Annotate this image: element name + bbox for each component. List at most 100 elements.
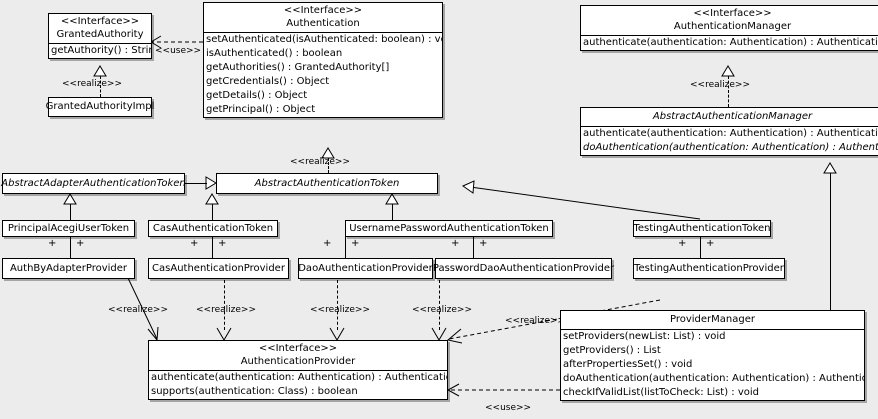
operations-compartment: authenticate(authentication: Authenticat… bbox=[581, 126, 878, 155]
operation: doAuthentication(authentication: Authent… bbox=[563, 373, 864, 384]
generalization-arrowhead-providermanager bbox=[823, 162, 837, 174]
association-line-dao bbox=[345, 236, 346, 258]
class-abstract-authentication-manager[interactable]: AbstractAuthenticationManager authentica… bbox=[580, 107, 878, 156]
class-name: UsernamePasswordAuthenticationToken bbox=[349, 222, 549, 234]
generalization-line-userpass-token bbox=[392, 204, 393, 220]
generalization-line-providermanager bbox=[830, 173, 831, 310]
class-header: <<Interface>> GrantedAuthority bbox=[49, 14, 151, 43]
association-end-testing-right: + bbox=[706, 238, 715, 249]
class-header: <<Interface>> AuthenticationProvider bbox=[149, 341, 447, 370]
operations-compartment: authenticate(authentication: Authenticat… bbox=[581, 35, 878, 50]
label-realize-abstractauthenticationmanager: <<realize>> bbox=[690, 80, 750, 90]
class-testing-authentication-provider[interactable]: TestingAuthenticationProvider bbox=[633, 258, 785, 279]
class-abstract-adapter-authentication-token[interactable]: AbstractAdapterAuthenticationToken bbox=[1, 173, 186, 194]
class-name: AbstractAuthenticationManager bbox=[652, 111, 813, 122]
operation: setAuthenticated(isAuthenticated: boolea… bbox=[206, 34, 442, 45]
operation: authenticate(authentication: Authenticat… bbox=[583, 128, 878, 139]
association-line-cas bbox=[212, 236, 213, 258]
operation: getAuthority() : String bbox=[51, 45, 151, 56]
realize-line-abstractauthenticationtoken bbox=[328, 158, 329, 173]
class-auth-by-adapter-provider[interactable]: AuthByAdapterProvider bbox=[2, 258, 135, 279]
generalization-line-principalacegi bbox=[70, 204, 71, 220]
class-granted-authority-impl[interactable]: GrantedAuthorityImpl bbox=[46, 97, 154, 117]
association-end-principalacegi-right: + bbox=[76, 238, 85, 249]
class-granted-authority[interactable]: <<Interface>> GrantedAuthority getAuthor… bbox=[48, 13, 152, 59]
class-authentication-provider[interactable]: <<Interface>> AuthenticationProvider aut… bbox=[148, 340, 448, 400]
generalization-arrowhead-userpass-token bbox=[385, 193, 399, 205]
association-end-passworddao-right: + bbox=[479, 238, 488, 249]
class-header: ProviderManager bbox=[561, 311, 864, 329]
operation: getDetails() : Object bbox=[206, 90, 308, 101]
class-provider-manager[interactable]: ProviderManager setProviders(newList: Li… bbox=[560, 310, 865, 401]
class-username-password-authentication-token[interactable]: UsernamePasswordAuthenticationToken bbox=[345, 220, 553, 237]
class-name: CasAuthenticationProvider bbox=[152, 262, 285, 274]
realize-line-cas bbox=[224, 280, 225, 330]
label-realize-cas: <<realize>> bbox=[196, 305, 256, 315]
class-name: CasAuthenticationToken bbox=[152, 222, 274, 234]
association-line-testing bbox=[700, 236, 701, 258]
label-realize-passworddao: <<realize>> bbox=[412, 305, 472, 315]
label-use-providermanager: <<use>> bbox=[485, 403, 532, 413]
class-name: TestingAuthenticationToken bbox=[633, 222, 771, 234]
label-use-authentication-grantedauthority: <<use>> bbox=[155, 46, 202, 56]
class-authentication-manager[interactable]: <<Interface>> AuthenticationManager auth… bbox=[580, 5, 878, 51]
class-password-dao-authentication-provider[interactable]: PasswordDaoAuthenticationProvider bbox=[433, 258, 614, 279]
operation: getPrincipal() : Object bbox=[206, 104, 316, 115]
class-name: Authentication bbox=[286, 18, 360, 29]
class-name: DaoAuthenticationProvider bbox=[298, 262, 433, 274]
realize-line-dao bbox=[337, 280, 338, 330]
class-authentication[interactable]: <<Interface>> Authentication setAuthenti… bbox=[203, 2, 443, 118]
class-cas-authentication-provider[interactable]: CasAuthenticationProvider bbox=[148, 258, 289, 279]
operation: doAuthentication(authentication: Authent… bbox=[583, 142, 878, 153]
association-end-cas-right: + bbox=[218, 238, 227, 249]
label-realize-authbyadapter: <<realize>> bbox=[108, 305, 168, 315]
realize-arrowhead-abstractauthenticationmanager bbox=[721, 65, 735, 77]
class-name: AuthByAdapterProvider bbox=[9, 262, 128, 274]
label-realize-abstractauthenticationtoken: <<realize>> bbox=[290, 157, 350, 167]
label-realize-testing: <<realize>> bbox=[505, 316, 565, 326]
class-name: GrantedAuthorityImpl bbox=[45, 101, 155, 112]
class-name: GrantedAuthority bbox=[56, 29, 144, 40]
realize-arrowhead-grantedauthorityimpl bbox=[93, 65, 107, 77]
operations-compartment: authenticate(authentication: Authenticat… bbox=[149, 370, 447, 399]
class-name: AbstractAuthenticationToken bbox=[254, 177, 400, 189]
stereotype-label: <<Interface>> bbox=[283, 5, 363, 16]
realize-line-grantedauthorityimpl bbox=[100, 76, 101, 97]
association-line-passworddao bbox=[473, 236, 474, 258]
association-end-passworddao-left: + bbox=[451, 238, 460, 249]
generalization-arrowhead-abstractadapter bbox=[205, 176, 217, 190]
operations-compartment: setAuthenticated(isAuthenticated: boolea… bbox=[204, 32, 442, 117]
stereotype-label: <<Interface>> bbox=[258, 343, 338, 354]
class-dao-authentication-provider[interactable]: DaoAuthenticationProvider bbox=[298, 258, 433, 279]
class-principal-acegi-user-token[interactable]: PrincipalAcegiUserToken bbox=[2, 220, 135, 237]
generalization-arrowhead-principalacegi bbox=[63, 193, 77, 205]
class-name: TestingAuthenticationProvider bbox=[634, 262, 784, 274]
association-end-testing-left: + bbox=[678, 238, 687, 249]
operation: supports(authentication: Class) : boolea… bbox=[151, 386, 358, 397]
realize-line-abstractauthenticationmanager bbox=[728, 76, 729, 107]
association-end-cas-left: + bbox=[190, 238, 199, 249]
class-cas-authentication-token[interactable]: CasAuthenticationToken bbox=[148, 220, 278, 237]
label-realize-grantedauthorityimpl: <<realize>> bbox=[62, 79, 122, 89]
class-header: AbstractAuthenticationManager bbox=[581, 108, 878, 126]
association-line-principalacegi bbox=[70, 236, 71, 258]
class-header: <<Interface>> AuthenticationManager bbox=[581, 6, 878, 35]
operation: authenticate(authentication: Authenticat… bbox=[151, 372, 447, 383]
class-abstract-authentication-token[interactable]: AbstractAuthenticationToken bbox=[216, 173, 438, 194]
generalization-link-testing-token bbox=[462, 185, 701, 220]
operation: getProviders() : List bbox=[563, 345, 661, 356]
operation: getAuthorities() : GrantedAuthority[] bbox=[206, 62, 390, 73]
operation: authenticate(authentication: Authenticat… bbox=[583, 37, 878, 48]
class-name: PasswordDaoAuthenticationProvider bbox=[432, 262, 615, 274]
class-name: PrincipalAcegiUserToken bbox=[7, 222, 130, 234]
generalization-line-abstractadapter bbox=[185, 183, 207, 184]
operation: afterPropertiesSet() : void bbox=[563, 359, 693, 370]
class-testing-authentication-token[interactable]: TestingAuthenticationToken bbox=[633, 220, 771, 237]
operation: getCredentials() : Object bbox=[206, 76, 330, 87]
operation: setProviders(newList: List) : void bbox=[563, 331, 726, 342]
label-realize-dao: <<realize>> bbox=[310, 305, 370, 315]
stereotype-label: <<Interface>> bbox=[60, 16, 140, 27]
generalization-arrowhead-cas-token bbox=[205, 193, 219, 205]
class-name: ProviderManager bbox=[669, 314, 755, 325]
